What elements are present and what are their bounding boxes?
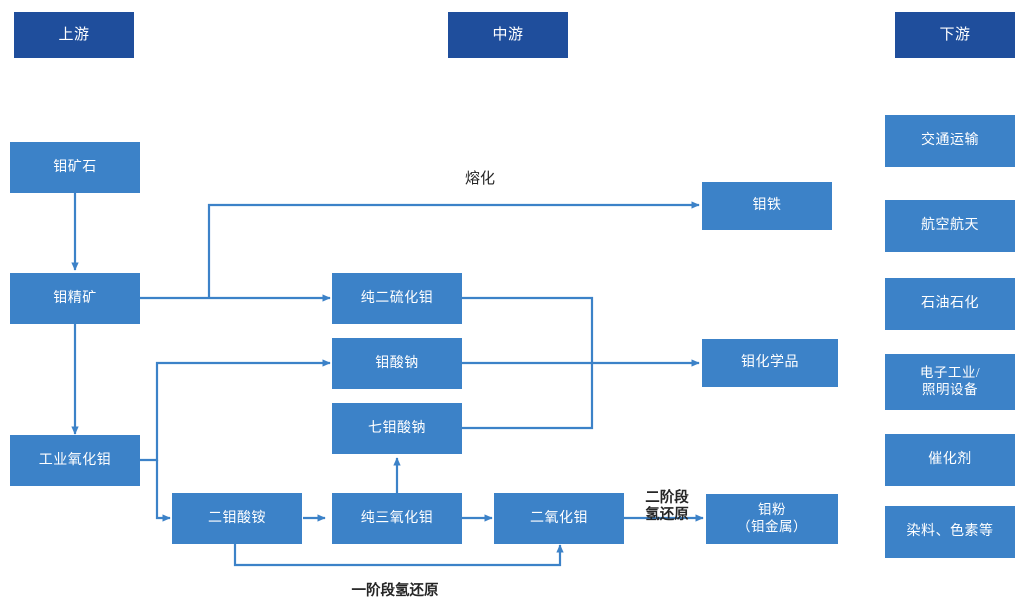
section-header-downstream-label: 下游 (939, 26, 971, 43)
node-downstream-electronics-lighting-label-line2: 照明设备 (922, 382, 978, 397)
node-downstream-petro-chemical[interactable]: 石油石化 (885, 278, 1015, 330)
section-header-midstream: 中游 (448, 12, 568, 58)
wire-oxide-to-ammonium-dimolybdate (155, 460, 171, 522)
node-ferromolybdenum[interactable]: 钼铁 (702, 182, 832, 230)
node-pure-molybdenum-disulfide[interactable]: 纯二硫化钼 (332, 273, 462, 324)
node-moly-chemicals[interactable]: 钼化学品 (702, 339, 838, 387)
node-sodium-heptamolybdate[interactable]: 七钼酸钠 (332, 403, 462, 454)
node-downstream-transportation[interactable]: 交通运输 (885, 115, 1015, 167)
node-downstream-electronics-lighting[interactable]: 电子工业/ 照明设备 (885, 354, 1015, 410)
node-moly-concentrate-label: 钼精矿 (53, 290, 97, 306)
node-downstream-catalyst-label: 催化剂 (928, 452, 972, 468)
node-moly-concentrate[interactable]: 钼精矿 (10, 273, 140, 324)
wire-oxide-to-sodium-molybdate (140, 359, 331, 462)
node-ferromolybdenum-label: 钼铁 (752, 198, 782, 214)
process-label-second-stage-line1: 二阶段 (645, 490, 689, 506)
node-moly-powder-label-line2: （钼金属） (737, 519, 807, 534)
wire-first-stage-hydrogen-reduction (233, 544, 564, 567)
node-industrial-moly-oxide[interactable]: 工业氧化钼 (10, 435, 140, 486)
node-industrial-moly-oxide-label: 工业氧化钼 (38, 452, 112, 468)
node-pure-molybdenum-trioxide-label: 纯三氧化钼 (360, 510, 434, 526)
section-header-downstream: 下游 (895, 12, 1015, 58)
node-pure-molybdenum-trioxide[interactable]: 纯三氧化钼 (332, 493, 462, 544)
process-label-second-stage-line2: 氢还原 (645, 507, 689, 524)
process-label-first-stage-hydrogen-reduction: 一阶段氢还原 (330, 583, 460, 600)
wire-heptamolybdate-to-collector (462, 363, 594, 430)
node-downstream-dyes-pigments[interactable]: 染料、色素等 (885, 506, 1015, 558)
node-molybdenum-dioxide-label: 二氧化钼 (530, 510, 588, 526)
node-sodium-heptamolybdate-label: 七钼酸钠 (368, 420, 426, 436)
node-molybdenum-dioxide[interactable]: 二氧化钼 (494, 493, 624, 544)
section-header-upstream-label: 上游 (58, 26, 90, 43)
process-label-melting: 熔化 (450, 170, 510, 188)
node-pure-molybdenum-disulfide-label: 纯二硫化钼 (360, 290, 434, 306)
wire-mos2-to-collector (462, 296, 594, 363)
node-downstream-electronics-lighting-label-line1: 电子工业/ (919, 365, 981, 381)
node-ammonium-dimolybdate[interactable]: 二钼酸铵 (172, 493, 302, 544)
process-label-first-stage-text: 一阶段氢还原 (351, 583, 439, 599)
node-downstream-petro-chemical-label: 石油石化 (921, 296, 979, 312)
process-label-melting-text: 熔化 (464, 171, 495, 187)
node-moly-ore[interactable]: 钼矿石 (10, 142, 140, 193)
node-downstream-transportation-label: 交通运输 (921, 133, 979, 149)
node-moly-chemicals-label: 钼化学品 (741, 355, 799, 371)
node-downstream-aerospace-label: 航空航天 (921, 218, 979, 234)
section-header-midstream-label: 中游 (492, 26, 524, 43)
node-sodium-molybdate-label: 钼酸钠 (375, 355, 419, 371)
node-moly-powder-label-line1: 钼粉 (758, 502, 786, 518)
node-ammonium-dimolybdate-label: 二钼酸铵 (208, 510, 266, 526)
node-sodium-molybdate[interactable]: 钼酸钠 (332, 338, 462, 389)
node-downstream-aerospace[interactable]: 航空航天 (885, 200, 1015, 252)
node-downstream-dyes-pigments-label: 染料、色素等 (906, 524, 994, 540)
section-header-upstream: 上游 (14, 12, 134, 58)
process-label-second-stage-hydrogen-reduction: 二阶段 氢还原 (631, 490, 703, 525)
node-moly-powder[interactable]: 钼粉 （钼金属） (706, 494, 838, 544)
node-moly-ore-label: 钼矿石 (53, 159, 97, 175)
node-downstream-catalyst[interactable]: 催化剂 (885, 434, 1015, 486)
